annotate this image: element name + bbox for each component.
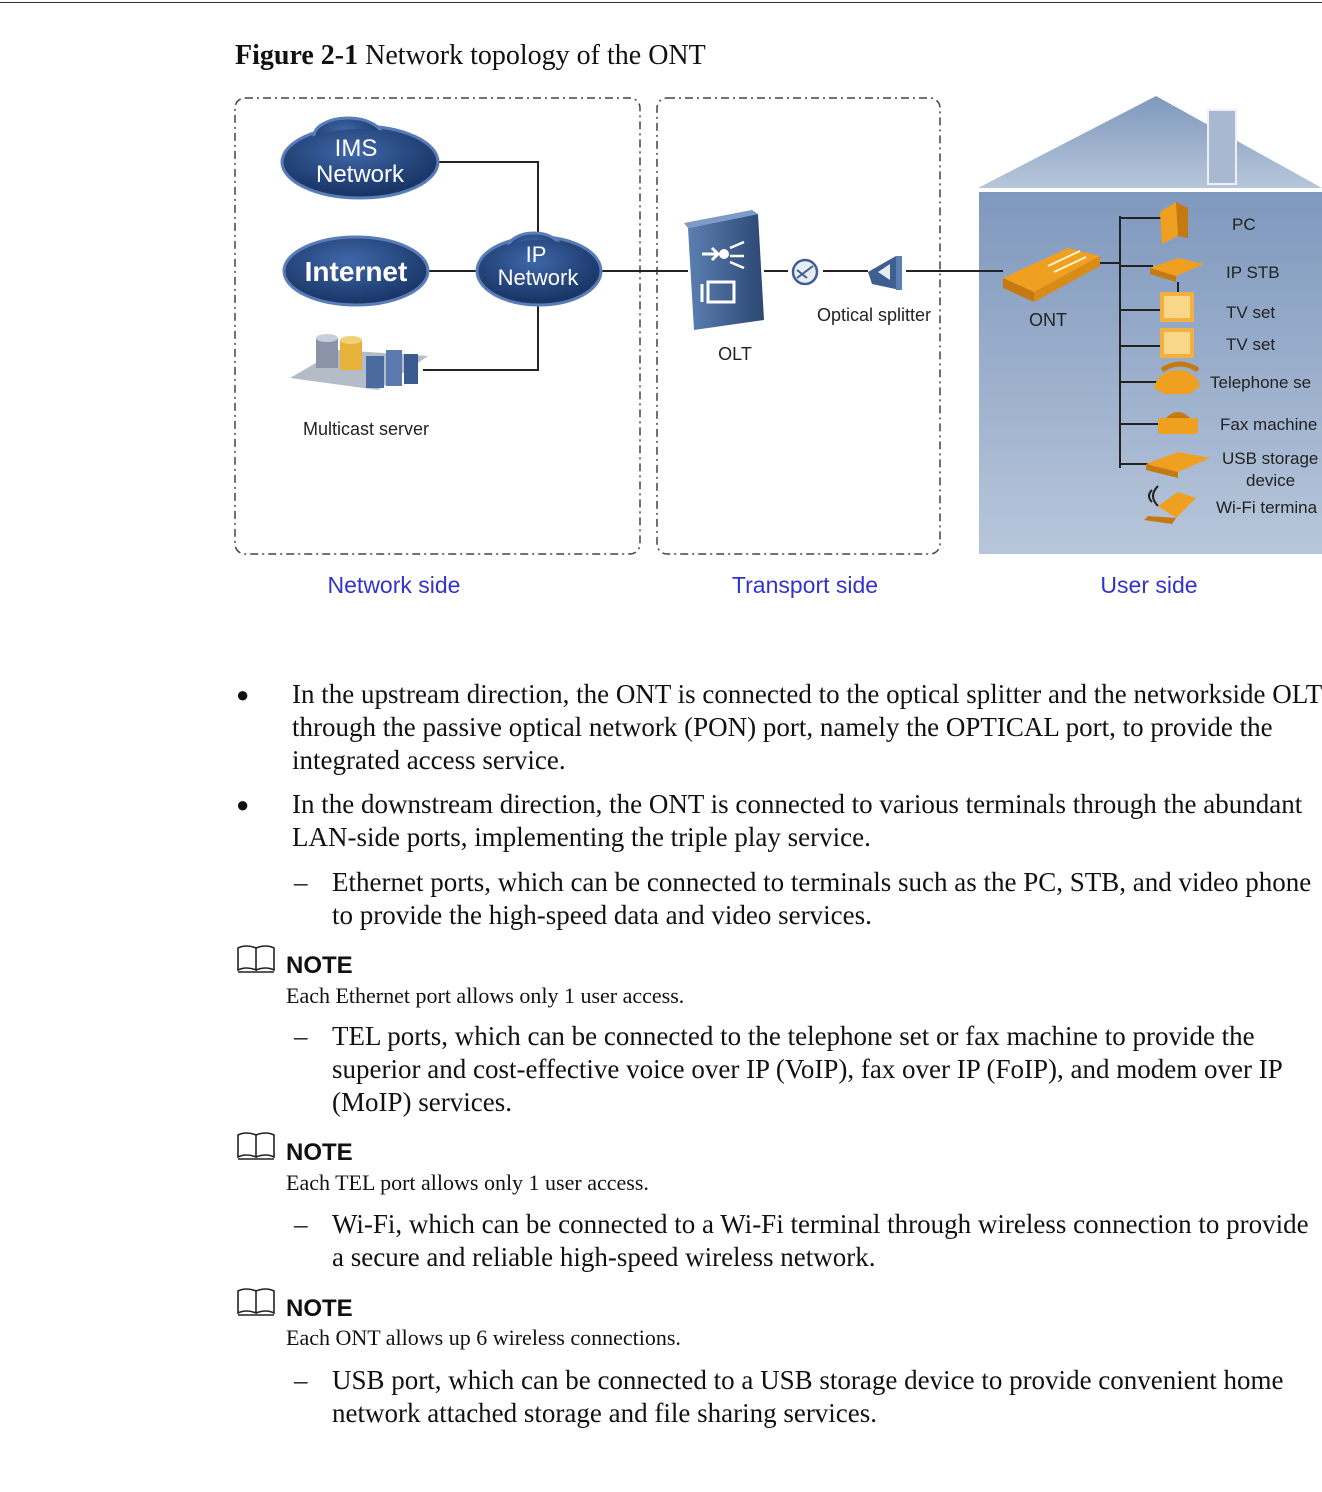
- ip-stb-icon: [1150, 258, 1204, 282]
- note-body: Each Ethernet port allows only 1 user ac…: [286, 983, 685, 1008]
- fax-machine-icon: [1158, 412, 1198, 434]
- ims-label-2: Network: [316, 161, 405, 188]
- connection-lines: [423, 161, 1179, 468]
- note-header: NOTE: [236, 1287, 353, 1322]
- bullet-marker: ●: [236, 682, 250, 707]
- bullet-text: In the upstream direction, the ONT is co…: [292, 679, 1322, 775]
- user-side-label: User side: [1100, 572, 1197, 598]
- terminal-label-tv-set-2: TV set: [1226, 335, 1275, 354]
- terminal-label-telephone: Telephone se: [1210, 373, 1311, 392]
- ip-label-2: Network: [498, 265, 580, 290]
- figure-title: Network topology of the ONT: [365, 40, 706, 71]
- note-header: NOTE: [236, 944, 353, 979]
- ims-label-1: IMS: [335, 135, 378, 162]
- dash-marker: –: [294, 1365, 308, 1395]
- wifi-terminal-icon: [1144, 485, 1196, 524]
- multicast-server-label: Multicast server: [303, 419, 429, 439]
- terminal-label-usb-2: device: [1246, 471, 1295, 490]
- transport-side-box: [656, 97, 941, 555]
- subitem-text: Wi-Fi, which can be connected to a Wi-Fi…: [332, 1209, 1309, 1272]
- ip-network-cloud: IP Network: [475, 231, 603, 307]
- note-header: NOTE: [236, 1131, 353, 1166]
- note-body: Each ONT allows up 6 wireless connection…: [286, 1325, 681, 1350]
- page-top-rule: [0, 2, 1322, 3]
- terminal-label-ip-stb: IP STB: [1226, 263, 1280, 282]
- ont-icon: [1003, 248, 1100, 302]
- ims-network-cloud: IMS Network: [280, 116, 440, 200]
- bullet-marker: ●: [236, 792, 250, 817]
- book-icon: [237, 1288, 275, 1316]
- tv-set-icon-2: [1160, 328, 1194, 358]
- note-title: NOTE: [286, 1295, 353, 1322]
- network-side-box: [234, 97, 641, 555]
- terminal-label-usb: USB storage: [1222, 449, 1318, 468]
- subitem-text: Ethernet ports, which can be connected t…: [332, 867, 1312, 930]
- subitem-text: TEL ports, which can be connected to the…: [332, 1021, 1282, 1117]
- dash-marker: –: [294, 867, 308, 897]
- terminal-label-tv-set: TV set: [1226, 303, 1275, 322]
- olt-label: OLT: [718, 344, 752, 364]
- olt-icon: [684, 210, 764, 330]
- network-topology-diagram: IMS Network Internet IP Network Multicas…: [234, 96, 1322, 598]
- internet-cloud: Internet: [282, 235, 430, 307]
- note-body: Each TEL port allows only 1 user access.: [286, 1170, 649, 1195]
- ont-label: ONT: [1029, 310, 1067, 330]
- book-icon: [237, 1132, 275, 1160]
- figure-caption: Figure 2-1 Network topology of the ONT: [235, 40, 706, 72]
- dash-marker: –: [294, 1209, 308, 1239]
- note-title: NOTE: [286, 952, 353, 979]
- note-title: NOTE: [286, 1139, 353, 1166]
- network-side-label: Network side: [328, 572, 461, 598]
- usb-storage-icon: [1146, 452, 1210, 478]
- pc-icon: [1160, 202, 1188, 244]
- bullet-text: In the downstream direction, the ONT is …: [292, 789, 1303, 852]
- terminal-label-wifi: Wi-Fi termina: [1216, 498, 1318, 517]
- transport-side-label: Transport side: [732, 572, 878, 598]
- book-icon: [237, 945, 275, 973]
- optical-splitter-icon: [868, 256, 902, 290]
- fiber-coil-icon: [791, 258, 819, 286]
- terminal-label-pc: PC: [1232, 215, 1256, 234]
- terminal-label-fax: Fax machine: [1220, 415, 1317, 434]
- multicast-server-icon: [290, 334, 428, 390]
- internet-label: Internet: [305, 256, 408, 287]
- tv-set-icon: [1160, 292, 1194, 322]
- telephone-icon: [1154, 361, 1200, 394]
- dash-marker: –: [294, 1021, 308, 1051]
- subitem-text: USB port, which can be connected to a US…: [332, 1365, 1284, 1428]
- ip-label-1: IP: [526, 242, 547, 267]
- figure-label: Figure 2-1: [235, 40, 359, 71]
- optical-splitter-label: Optical splitter: [817, 305, 931, 325]
